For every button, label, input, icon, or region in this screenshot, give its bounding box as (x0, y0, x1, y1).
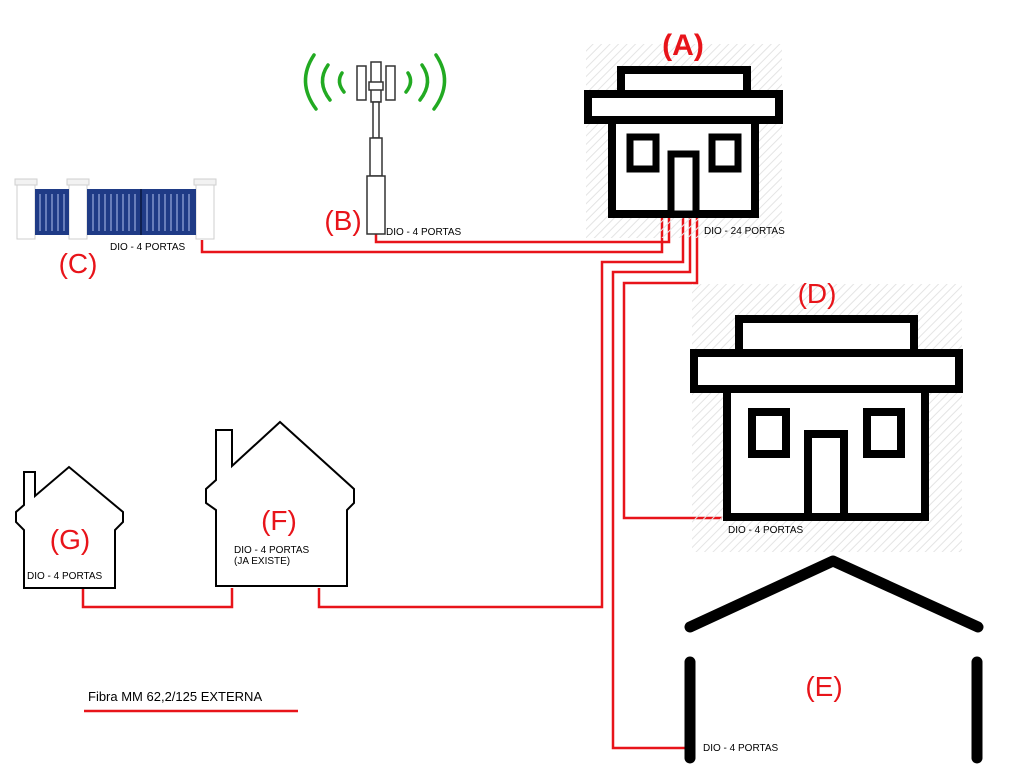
gate-c-label: (C) (59, 248, 98, 279)
house-f-dio-note: (JA EXISTE) (234, 556, 290, 567)
signal-waves (303, 53, 447, 111)
legend-text: Fibra MM 62,2/125 EXTERNA (88, 689, 262, 704)
fiber-a-to-f (317, 218, 685, 609)
tower-b: (B) DIO - 4 PORTAS (303, 53, 462, 238)
building-a-door (667, 150, 700, 218)
house-g-label: (G) (50, 524, 90, 555)
house-f-dio: DIO - 4 PORTAS (234, 545, 310, 556)
house-f-outline (205, 420, 355, 587)
building-d-window-right (863, 408, 905, 458)
building-a-dio: DIO - 24 PORTAS (704, 226, 785, 237)
gate-c: (C) DIO - 4 PORTAS (14, 178, 217, 279)
building-d-roof (690, 349, 963, 393)
building-a-window-left (626, 133, 660, 173)
tower-b-label: (B) (324, 205, 361, 236)
building-a-label: (A) (662, 29, 704, 62)
building-d-door (804, 430, 848, 521)
fiber-f-to-g (81, 588, 234, 609)
house-g-outline (15, 465, 124, 589)
house-g: (G) DIO - 4 PORTAS (15, 465, 124, 589)
gate-pillar-mid (68, 182, 88, 240)
shed-e-roof (684, 555, 984, 633)
shed-e (684, 555, 984, 764)
shed-e-label: (E) (805, 671, 842, 702)
building-a-window-right (708, 133, 742, 173)
antenna-icon (356, 61, 396, 235)
building-d-label: (D) (798, 278, 837, 309)
gate-pillar-left (16, 182, 36, 240)
tower-b-dio: DIO - 4 PORTAS (386, 227, 462, 238)
fiber-a-to-e (611, 218, 692, 750)
building-d-dio: DIO - 4 PORTAS (728, 525, 804, 536)
house-g-dio: DIO - 4 PORTAS (27, 571, 103, 582)
house-f-label: (F) (261, 505, 297, 536)
building-d: (D) DIO - 4 PORTAS (690, 278, 963, 552)
gate-c-dio: DIO - 4 PORTAS (110, 242, 186, 253)
gate-pillar-right (195, 182, 215, 240)
fiber-a-to-d (622, 218, 722, 520)
fiber-cables (81, 218, 722, 750)
shed-e-dio: DIO - 4 PORTAS (703, 743, 779, 754)
building-d-window-left (748, 408, 790, 458)
building-d-roof-top (735, 315, 918, 357)
building-a: (A) DIO - 24 PORTAS (584, 29, 785, 238)
house-f: (F) DIO - 4 PORTAS (JA EXISTE) (205, 420, 355, 587)
